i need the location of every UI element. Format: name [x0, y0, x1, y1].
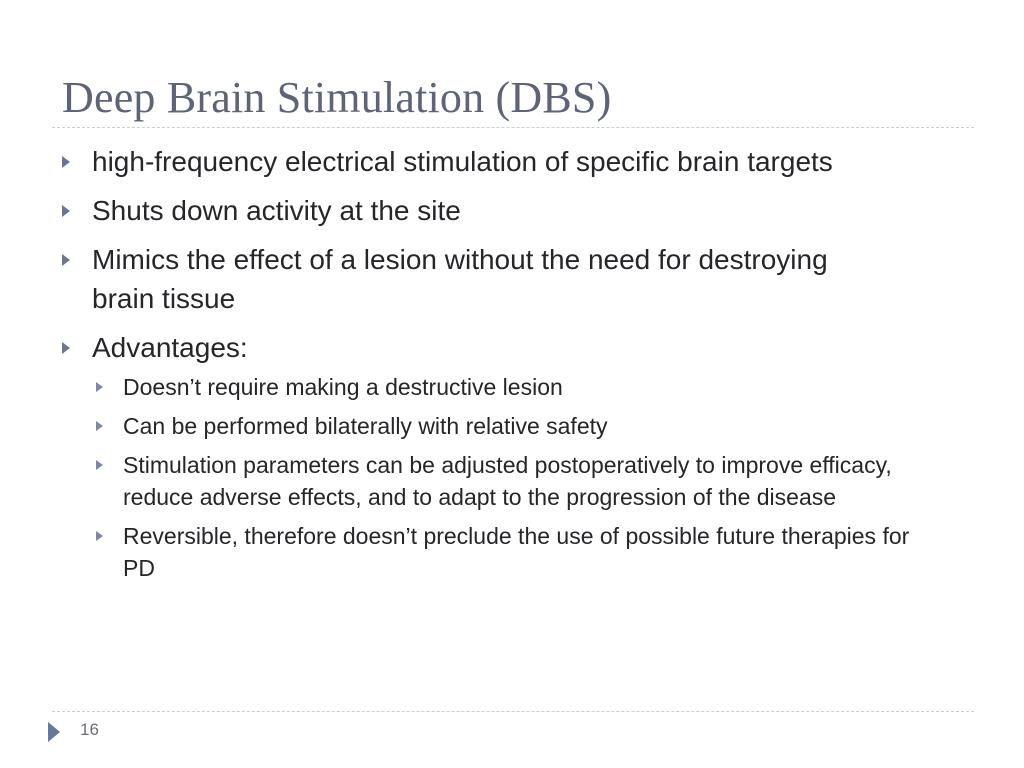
sub-bullet-arrow-icon	[96, 382, 103, 392]
sub-bullet-item: Doesn’t require making a destructive les…	[0, 371, 943, 403]
sub-bullet-text: Stimulation parameters can be adjusted p…	[123, 452, 892, 510]
sub-bullet-text: Can be performed bilaterally with relati…	[123, 413, 608, 439]
page-number: 16	[80, 720, 99, 739]
bullet-text: Shuts down activity at the site	[92, 195, 461, 226]
sub-bullet-item: Stimulation parameters can be adjusted p…	[0, 449, 943, 513]
sub-bullet-text: Doesn’t require making a destructive les…	[123, 374, 563, 400]
bullet-item: Mimics the effect of a lesion without th…	[0, 240, 892, 318]
sub-bullet-text: Reversible, therefore doesn’t preclude t…	[123, 523, 910, 581]
bullet-text: Advantages:	[92, 332, 248, 363]
bullet-item: high-frequency electrical stimulation of…	[0, 142, 892, 181]
bullet-arrow-icon	[62, 156, 70, 168]
bullet-text: high-frequency electrical stimulation of…	[92, 146, 833, 177]
title-divider	[52, 127, 974, 128]
bullet-arrow-icon	[62, 342, 70, 354]
bullet-item: Shuts down activity at the site	[0, 191, 892, 230]
footer-divider	[52, 711, 974, 712]
footer-triangle-icon	[48, 722, 60, 742]
bullet-arrow-icon	[62, 254, 70, 266]
sub-bullet-item: Can be performed bilaterally with relati…	[0, 410, 943, 442]
sub-bullet-arrow-icon	[96, 421, 103, 431]
bullet-text: Mimics the effect of a lesion without th…	[92, 244, 828, 314]
bullet-list: high-frequency electrical stimulation of…	[0, 142, 1024, 591]
bullet-arrow-icon	[62, 205, 70, 217]
sub-bullet-arrow-icon	[96, 460, 103, 470]
bullet-item-advantages: Advantages:	[0, 328, 892, 367]
slide-title: Deep Brain Stimulation (DBS)	[62, 73, 612, 122]
sub-bullet-arrow-icon	[96, 531, 103, 541]
sub-bullet-item: Reversible, therefore doesn’t preclude t…	[0, 520, 943, 584]
